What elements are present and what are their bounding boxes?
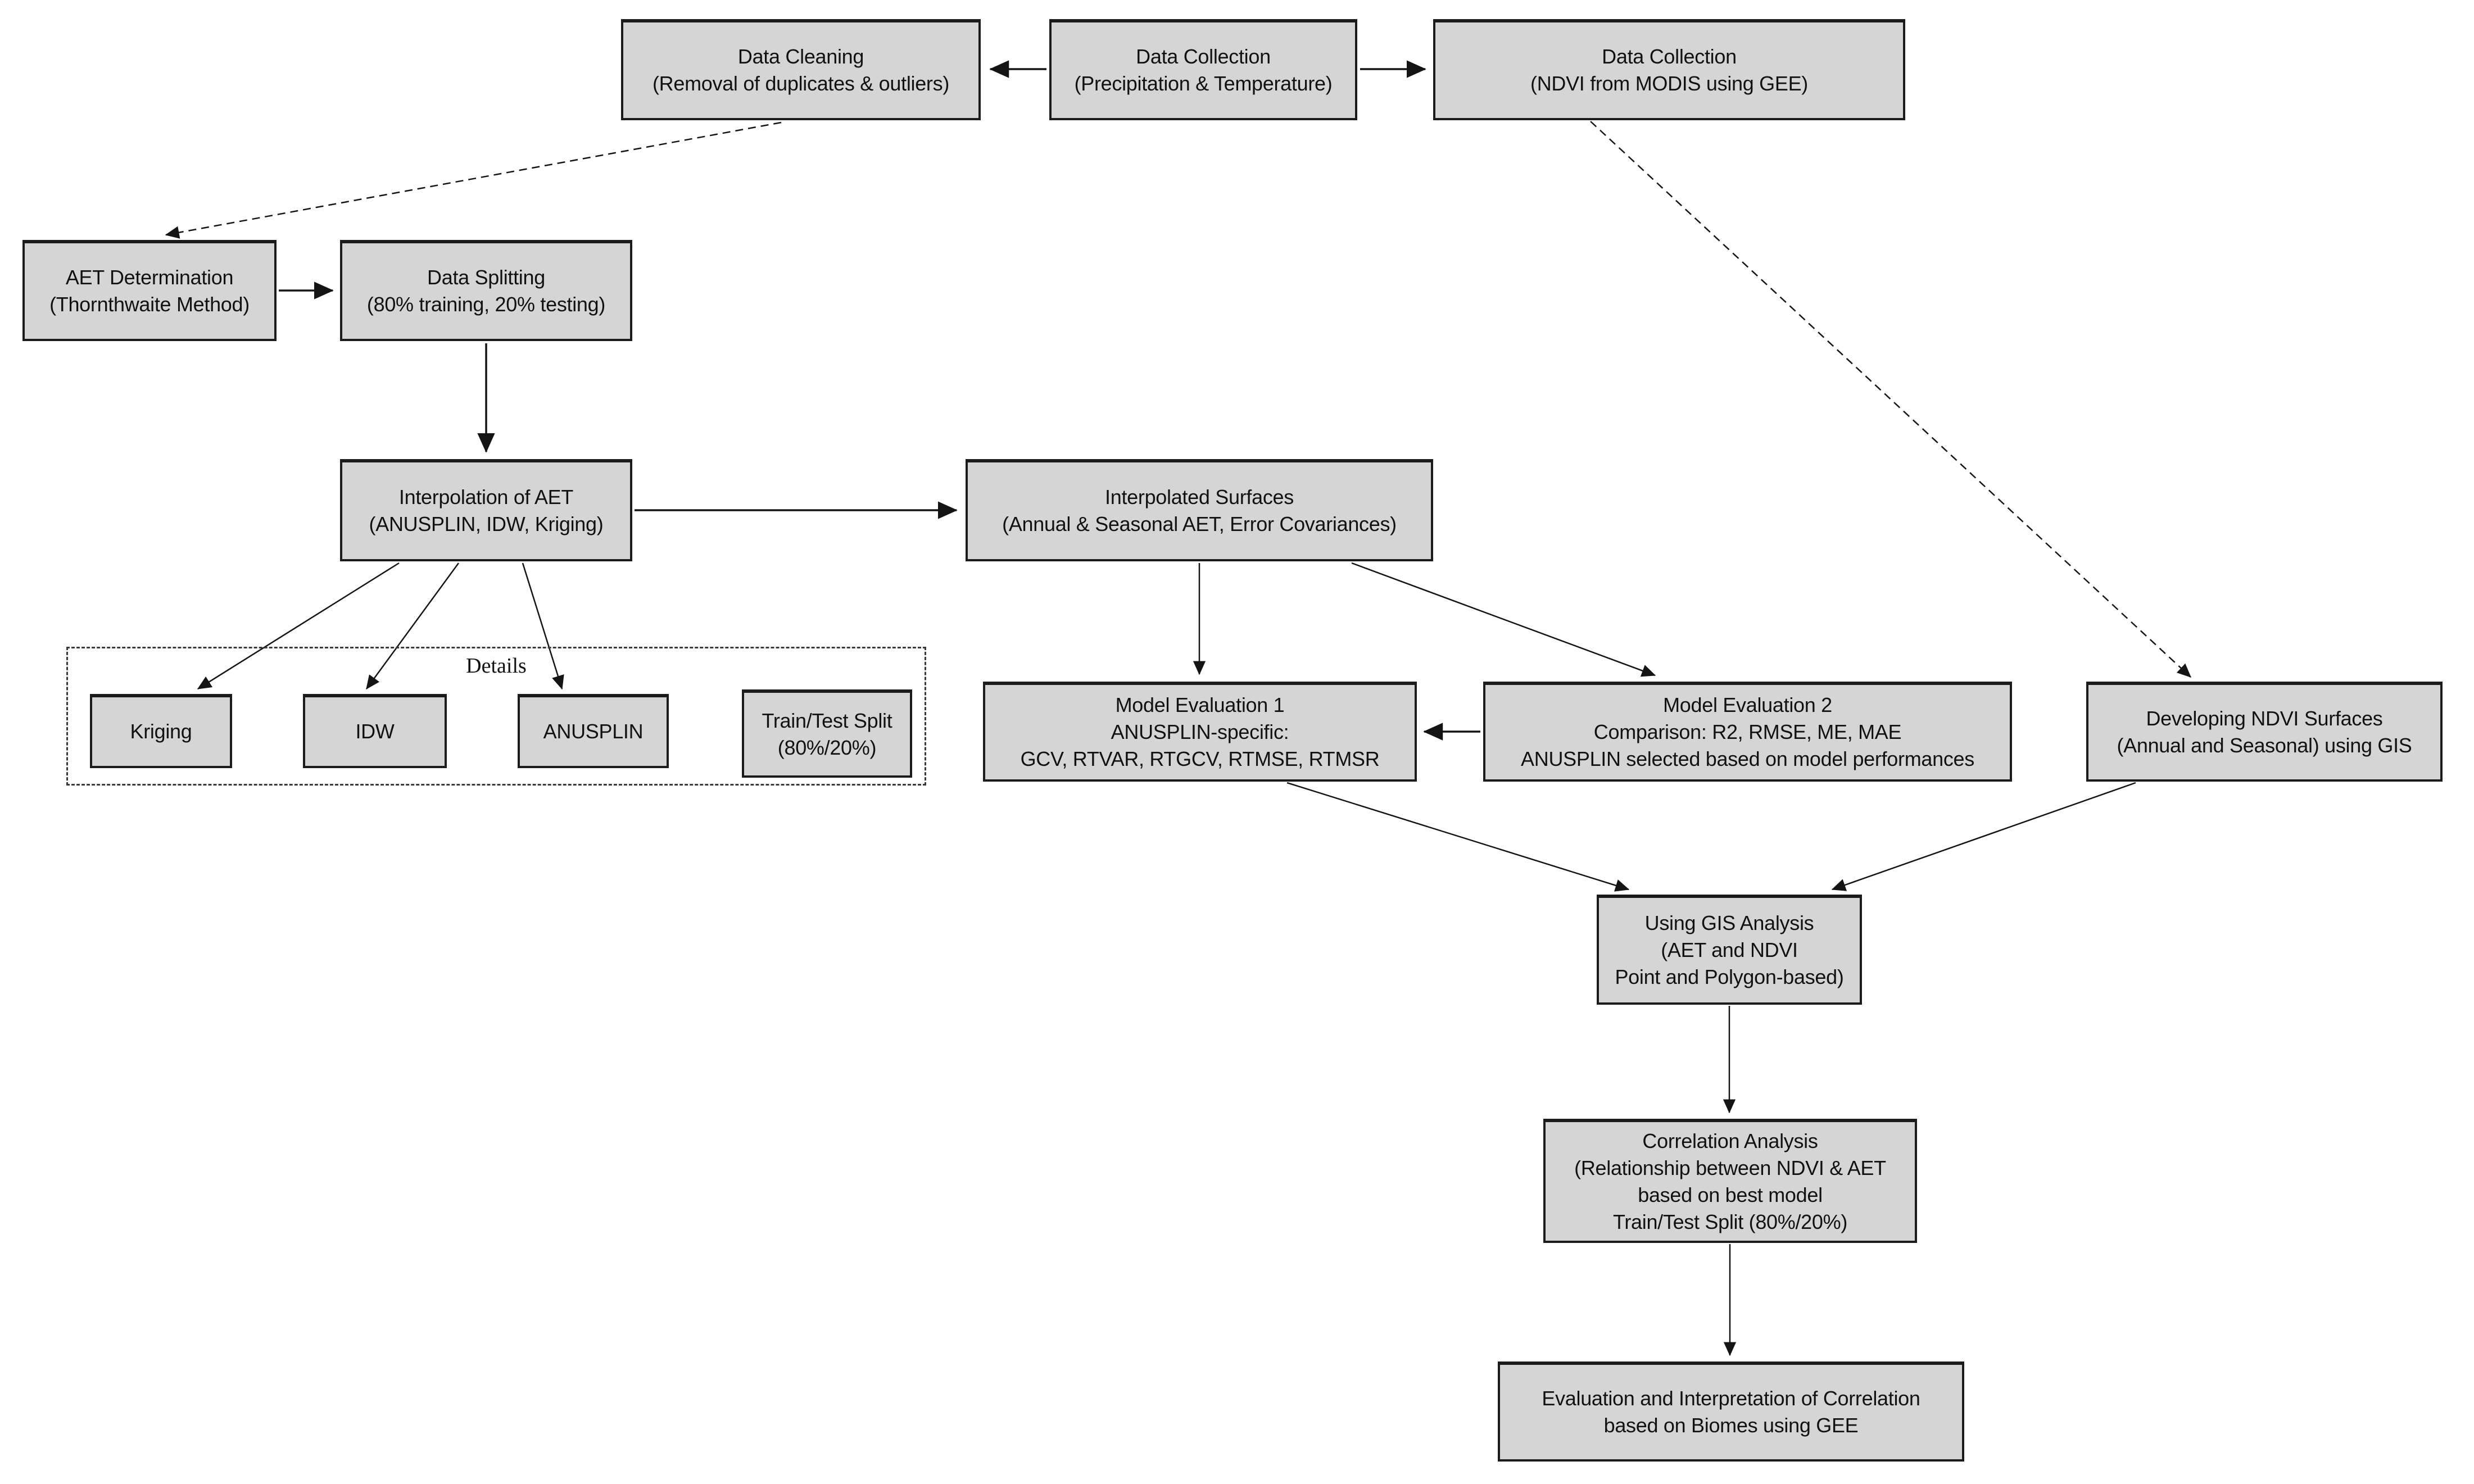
node-text-line: (Annual and Seasonal) using GIS xyxy=(2117,734,2412,757)
node-text-line: Model Evaluation 1 xyxy=(1115,693,1285,716)
node-text-line: Train/Test Split (80%/20%) xyxy=(1612,1210,1848,1233)
node-developing-ndvi-surfaces: Developing NDVI Surfaces (Annual and Sea… xyxy=(2086,682,2443,782)
node-text-line: ANUSPLIN xyxy=(543,720,644,743)
node-text-line: Comparison: R2, RMSE, ME, MAE xyxy=(1593,720,1902,743)
node-text-line: Data Collection xyxy=(1136,45,1271,68)
node-text-line: (Precipitation & Temperature) xyxy=(1074,72,1333,95)
node-text-line: (80%/20%) xyxy=(777,736,877,759)
arrow-surfaces-to-eval2 xyxy=(1351,562,1656,677)
node-text-line: (Relationship between NDVI & AET xyxy=(1574,1156,1886,1179)
node-text-line: based on best model xyxy=(1638,1183,1823,1206)
node-text-line: Developing NDVI Surfaces xyxy=(2146,707,2383,730)
arrow-ndvi-to-developing xyxy=(1590,121,2191,678)
node-evaluation-interpretation: Evaluation and Interpretation of Correla… xyxy=(1498,1362,1964,1462)
node-idw: IDW xyxy=(303,694,447,768)
node-text-line: ANUSPLIN-specific: xyxy=(1111,720,1289,743)
node-text-line: IDW xyxy=(355,720,395,743)
node-data-splitting: Data Splitting (80% training, 20% testin… xyxy=(340,240,632,341)
node-text-line: Model Evaluation 2 xyxy=(1663,693,1832,716)
node-text-line: ANUSPLIN selected based on model perform… xyxy=(1521,747,1974,770)
node-data-cleaning: Data Cleaning (Removal of duplicates & o… xyxy=(621,19,981,120)
arrow-cleaning-to-aet xyxy=(165,121,782,239)
node-data-collection-precip-temp: Data Collection (Precipitation & Tempera… xyxy=(1049,19,1357,120)
details-group-box xyxy=(66,647,926,786)
node-text-line: (Removal of duplicates & outliers) xyxy=(652,72,950,95)
node-data-collection-ndvi: Data Collection (NDVI from MODIS using G… xyxy=(1433,19,1905,120)
node-text-line: Train/Test Split xyxy=(762,709,892,732)
details-group-label: Details xyxy=(466,654,527,678)
node-kriging: Kriging xyxy=(90,694,232,768)
node-text-line: Point and Polygon-based) xyxy=(1615,965,1844,988)
node-correlation-analysis: Correlation Analysis (Relationship betwe… xyxy=(1543,1119,1917,1243)
node-text-line: Data Collection xyxy=(1602,45,1737,68)
node-text-line: (Annual & Seasonal AET, Error Covariance… xyxy=(1002,512,1397,535)
node-using-gis-analysis: Using GIS Analysis (AET and NDVI Point a… xyxy=(1597,895,1862,1005)
node-text-line: Interpolation of AET xyxy=(398,485,574,509)
node-text-line: (Thornthwaite Method) xyxy=(49,293,250,316)
node-text-line: Evaluation and Interpretation of Correla… xyxy=(1542,1387,1920,1410)
node-text-line: AET Determination xyxy=(65,266,234,289)
node-interpolation-of-aet: Interpolation of AET (ANUSPLIN, IDW, Kri… xyxy=(340,459,632,561)
node-text-line: Using GIS Analysis xyxy=(1644,911,1814,934)
node-text-line: Data Splitting xyxy=(427,266,545,289)
node-aet-determination: AET Determination (Thornthwaite Method) xyxy=(22,240,277,341)
node-text-line: Data Cleaning xyxy=(737,45,864,68)
node-model-evaluation-1: Model Evaluation 1 ANUSPLIN-specific: GC… xyxy=(983,682,1417,782)
node-text-line: (NDVI from MODIS using GEE) xyxy=(1530,72,1808,95)
node-model-evaluation-2: Model Evaluation 2 Comparison: R2, RMSE,… xyxy=(1483,682,2012,782)
node-anusplin: ANUSPLIN xyxy=(518,694,669,768)
arrow-developing-to-gis xyxy=(1831,782,2136,891)
node-text-line: (ANUSPLIN, IDW, Kriging) xyxy=(369,512,604,535)
node-text-line: (80% training, 20% testing) xyxy=(366,293,606,316)
node-text-line: Interpolated Surfaces xyxy=(1105,485,1294,509)
arrow-eval1-to-gis xyxy=(1286,782,1630,892)
node-text-line: Correlation Analysis xyxy=(1642,1129,1818,1152)
node-text-line: based on Biomes using GEE xyxy=(1603,1414,1859,1437)
node-interpolated-surfaces: Interpolated Surfaces (Annual & Seasonal… xyxy=(966,459,1433,561)
node-train-test-split: Train/Test Split (80%/20%) xyxy=(742,689,912,778)
node-text-line: GCV, RTVAR, RTGCV, RTMSE, RTMSR xyxy=(1020,747,1380,770)
node-text-line: Kriging xyxy=(130,720,192,743)
node-text-line: (AET and NDVI xyxy=(1661,938,1798,961)
